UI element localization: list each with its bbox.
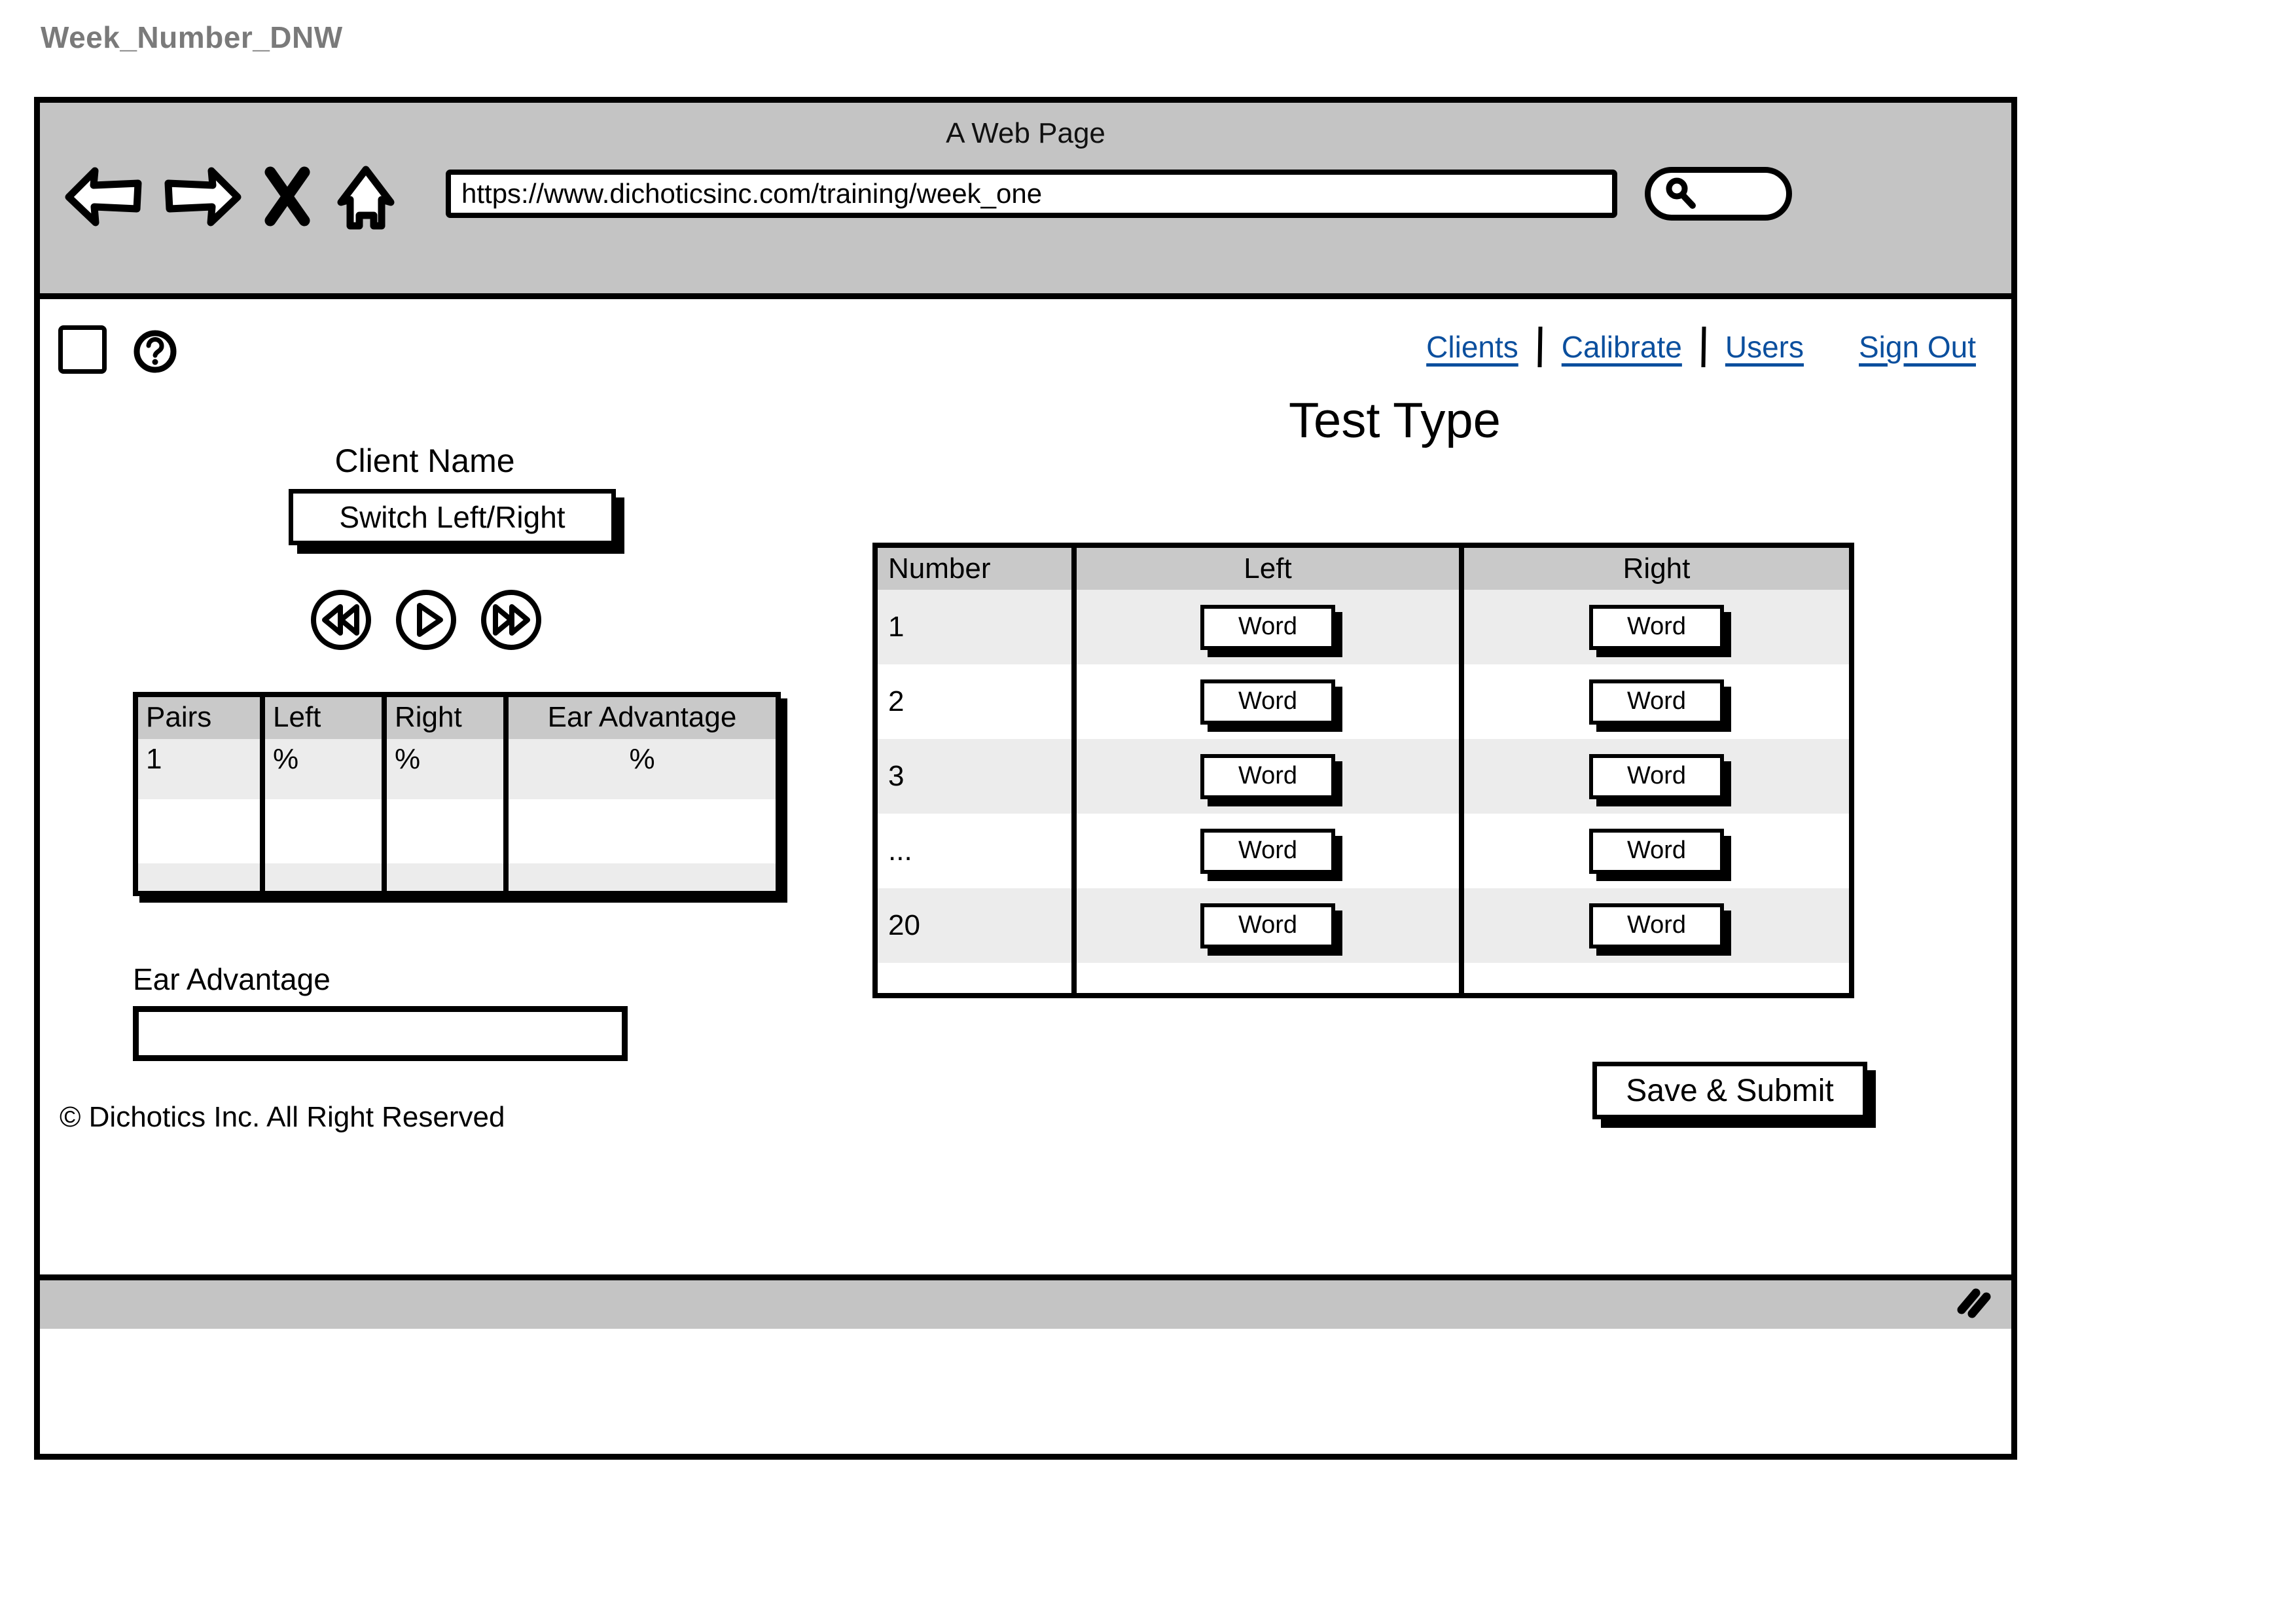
ear-advantage-col-header: Ear Advantage [506,697,776,739]
number-col-header: Number [878,548,1077,590]
copyright-text: © Dichotics Inc. All Right Reserved [60,1101,505,1133]
nav-separator [1537,326,1543,368]
top-navigation: Clients Calibrate Users Sign Out [1426,326,1976,368]
cell-left: Word [1074,814,1464,888]
word-button-left[interactable]: Word [1200,828,1335,874]
cell-pairs: 1 [138,739,265,799]
page-title: Week_Number_DNW [41,20,343,54]
stop-x-icon[interactable] [262,166,312,230]
cell-empty [384,799,509,863]
pairs-results-table: Pairs Left Right Ear Advantage 1 % % % [133,692,781,896]
cell-left: Word [1074,664,1464,739]
test-words-table: Number Left Right 1 Word Word 2 Word Wor… [872,543,1854,998]
cell-right: Word [1462,664,1849,739]
word-button-right[interactable]: Word [1589,903,1724,948]
select-all-checkbox[interactable] [58,325,107,374]
save-submit-button[interactable]: Save & Submit [1592,1062,1867,1119]
browser-chrome: A Web Page https://www.dichoticsinc.com/… [40,103,2011,299]
fast-forward-button[interactable] [478,587,544,653]
table-row: 3 Word Word [878,739,1849,814]
cell-right: % [384,739,509,799]
cell-empty [262,799,387,863]
window-title: A Web Page [946,117,1105,149]
search-icon [1662,175,1698,213]
page-content: Clients Calibrate Users Sign Out Test Ty… [40,299,2011,1274]
cell-right: Word [1462,814,1849,888]
search-input[interactable] [1645,167,1792,221]
home-icon[interactable] [333,166,399,234]
cell-empty [878,963,1077,993]
table-header-row: Number Left Right [878,548,1849,590]
nav-link-clients[interactable]: Clients [1426,330,1518,364]
ear-advantage-label: Ear Advantage [133,962,331,996]
help-circle-icon[interactable] [132,328,179,378]
client-name-label: Client Name [334,442,515,479]
cell-number: 1 [878,590,1077,664]
test-type-title: Test Type [1289,393,1501,448]
sign-out-link[interactable]: Sign Out [1859,330,1976,364]
browser-status-bar [40,1274,2011,1329]
word-button-right[interactable]: Word [1589,753,1724,799]
left-col-header: Left [1074,548,1464,590]
cell-left: Word [1074,590,1464,664]
switch-left-right-button[interactable]: Switch Left/Right [289,489,616,545]
url-text: https://www.dichoticsinc.com/training/we… [461,178,1043,209]
table-row: 1 % % % [138,739,776,799]
cell-number: ... [878,814,1077,888]
cell-number: 2 [878,664,1077,739]
cell-right: Word [1462,739,1849,814]
cell-empty [138,799,265,863]
forward-arrow-icon[interactable] [163,166,242,230]
cell-left: % [262,739,387,799]
word-button-right[interactable]: Word [1589,828,1724,874]
cell-number: 20 [878,888,1077,963]
table-row: ... Word Word [878,814,1849,888]
cell-right: Word [1462,888,1849,963]
cell-left: Word [1074,888,1464,963]
table-row-empty [138,799,776,863]
back-arrow-icon[interactable] [65,166,143,230]
table-row: 20 Word Word [878,888,1849,963]
cell-left: Word [1074,739,1464,814]
cell-empty [506,863,776,891]
pairs-col-header: Pairs [138,697,265,739]
cell-right: Word [1462,590,1849,664]
cell-empty [1074,963,1464,993]
nav-separator [1701,326,1706,368]
nav-link-users[interactable]: Users [1725,330,1804,364]
play-button[interactable] [393,587,459,653]
table-header-row: Pairs Left Right Ear Advantage [138,697,776,739]
cell-empty [138,863,265,891]
url-input[interactable]: https://www.dichoticsinc.com/training/we… [446,170,1617,218]
cell-empty [506,799,776,863]
right-col-header: Right [1462,548,1849,590]
left-col-header: Left [262,697,387,739]
cell-empty [1462,963,1849,993]
ear-advantage-input[interactable] [133,1006,628,1061]
word-button-left[interactable]: Word [1200,604,1335,650]
cell-ear-advantage: % [506,739,776,799]
word-button-left[interactable]: Word [1200,903,1335,948]
word-button-left[interactable]: Word [1200,679,1335,725]
resize-grip-icon[interactable] [1952,1284,1994,1324]
right-col-header: Right [384,697,509,739]
nav-link-calibrate[interactable]: Calibrate [1561,330,1682,364]
table-row-empty [138,863,776,891]
word-button-right[interactable]: Word [1589,679,1724,725]
table-row: 1 Word Word [878,590,1849,664]
cell-empty [262,863,387,891]
browser-window-frame: A Web Page https://www.dichoticsinc.com/… [34,97,2017,1460]
media-controls [308,587,544,653]
table-row: 2 Word Word [878,664,1849,739]
word-button-right[interactable]: Word [1589,604,1724,650]
cell-empty [384,863,509,891]
rewind-button[interactable] [308,587,374,653]
cell-number: 3 [878,739,1077,814]
table-row-empty [878,963,1849,993]
word-button-left[interactable]: Word [1200,753,1335,799]
